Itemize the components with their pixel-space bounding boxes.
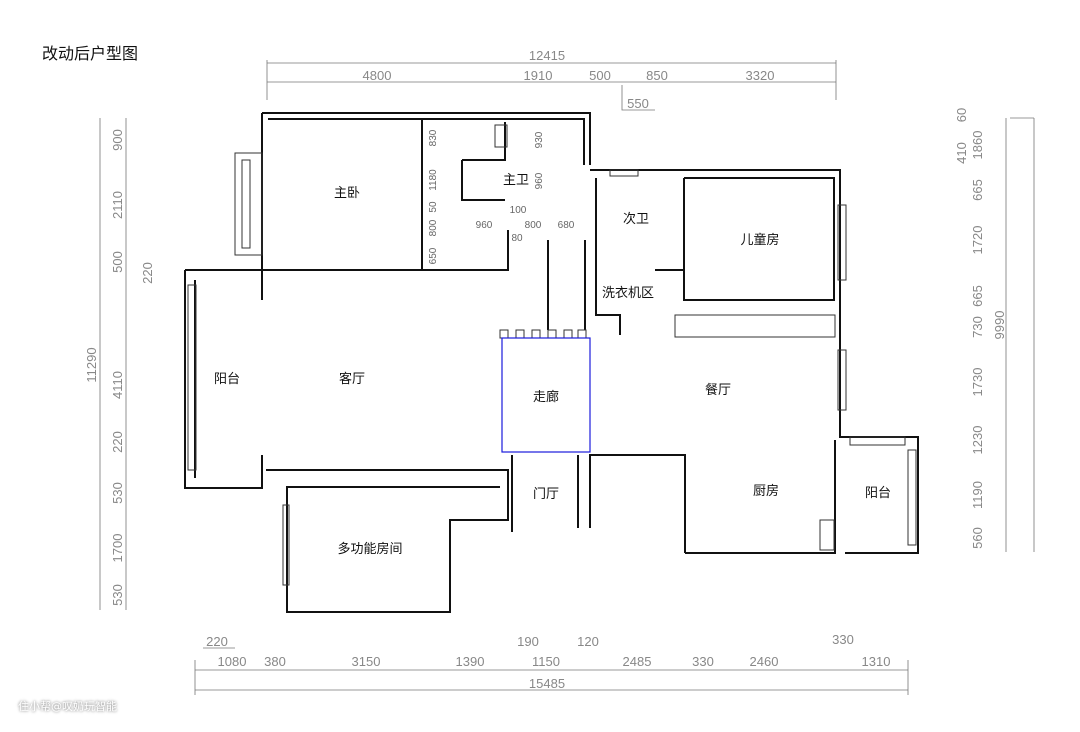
dimension-interior: 50: [428, 201, 439, 213]
dimension-bottom-extra: 330: [832, 632, 854, 647]
dimension-left: 900: [110, 129, 125, 151]
walls: [184, 112, 919, 613]
room-label: 门厅: [533, 487, 559, 502]
dimension-left: 220: [110, 431, 125, 453]
dimension-bottom-extra: 220: [206, 634, 228, 649]
dimension-bottom: 380: [264, 654, 286, 669]
dimension-right: 730: [970, 316, 985, 338]
dimension-total-top: 12415: [529, 48, 565, 63]
dimension-interior: 680: [558, 220, 575, 231]
dimension-left: 530: [110, 482, 125, 504]
dimension-right: 1230: [970, 426, 985, 455]
dimension-top: 850: [646, 68, 668, 83]
room-label: 阳台: [214, 372, 240, 387]
room-label: 客厅: [339, 371, 365, 387]
room-label: 洗衣机区: [602, 285, 654, 301]
dimension-left: 2110: [110, 191, 125, 219]
dimension-bottom: 2460: [750, 654, 779, 669]
room-label: 主卧: [334, 186, 360, 201]
watermark: 住小帮@叹奶玩智能: [18, 700, 117, 713]
dimension-bottom: 2485: [623, 654, 652, 669]
dimension-interior: 80: [511, 233, 523, 244]
dimension-interior: 1180: [428, 169, 439, 191]
dimension-bottom: 1150: [532, 654, 560, 669]
dimension-left: 1700: [110, 534, 125, 563]
dimension-left: 500: [110, 251, 125, 273]
dimension-bottom: 3150: [352, 654, 381, 669]
room-label: 厨房: [753, 483, 779, 499]
dimension-bottom-extra: 190: [517, 634, 539, 649]
room-label: 儿童房: [740, 232, 779, 248]
dimension-bottom: 1310: [862, 654, 891, 669]
dimension-left: 530: [110, 584, 125, 606]
dimension-right: 1730: [970, 368, 985, 397]
dimension-right: 665: [970, 285, 985, 307]
dimension-left: 4110: [110, 371, 125, 399]
dimension-top: 500: [589, 68, 611, 83]
room-label: 走廊: [533, 389, 559, 405]
dimension-right: 665: [970, 179, 985, 201]
dimension-bottom: 1390: [456, 654, 485, 669]
room-label: 主卫: [503, 173, 529, 188]
dimension-right: 1860: [970, 131, 985, 160]
dimension-top: 1910: [524, 68, 553, 83]
dimension-right-extra: 410: [954, 142, 969, 164]
dimension-total-bottom: 15485: [529, 676, 565, 691]
dimension-interior: 830: [428, 129, 439, 146]
corridor-outline: [501, 337, 591, 453]
dimension-right: 60: [954, 108, 969, 122]
dimension-bottom: 330: [692, 654, 714, 669]
dimension-top: 3320: [746, 68, 775, 83]
dimension-bottom-extra: 120: [577, 634, 599, 649]
dimension-lines: [99, 60, 1035, 695]
dimension-total-left: 11290: [84, 347, 99, 382]
room-label: 餐厅: [705, 382, 731, 398]
dimension-top: 4800: [363, 68, 392, 83]
dimension-interior: 960: [476, 220, 493, 231]
dimension-top-extra: 550: [627, 96, 649, 111]
dimension-right: 1720: [970, 226, 985, 255]
dimension-left-extra: 220: [140, 262, 155, 284]
dimension-interior: 100: [510, 205, 527, 216]
room-label: 次卫: [623, 211, 649, 227]
dimension-interior: 930: [534, 131, 545, 148]
room-label: 阳台: [865, 486, 891, 501]
dimension-interior: 800: [525, 220, 542, 231]
dimension-bottom: 1080: [218, 654, 247, 669]
dimension-interior: 800: [428, 219, 439, 236]
dimension-right: 1190: [970, 481, 985, 509]
dimension-interior: 650: [428, 247, 439, 264]
room-label: 多功能房间: [337, 541, 402, 557]
dimension-total-right: 9990: [992, 311, 1007, 340]
plan-title: 改动后户型图: [42, 44, 139, 63]
dimension-interior: 960: [534, 172, 545, 189]
dimension-right: 560: [970, 527, 985, 549]
